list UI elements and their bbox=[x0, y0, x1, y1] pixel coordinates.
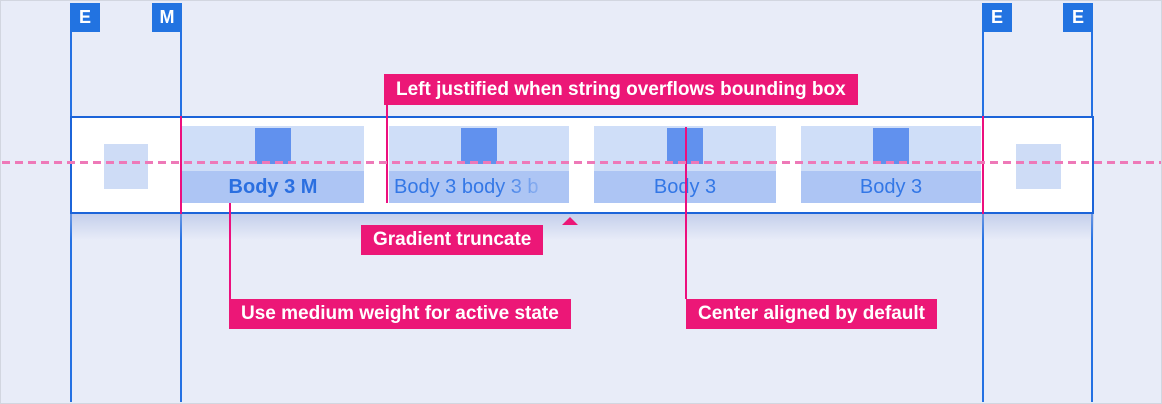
tab-label-truncated: Body 3 body 3 b bbox=[389, 171, 569, 203]
spacing-marker-e-right-inner: E bbox=[982, 3, 1012, 32]
tab-item-active[interactable]: Body 3 M bbox=[182, 126, 364, 203]
baseline-dashed-line bbox=[2, 161, 1161, 164]
annotation-center-aligned: Center aligned by default bbox=[686, 299, 937, 329]
pointer-line-left-justified bbox=[386, 105, 388, 203]
tab-strip bbox=[801, 126, 981, 171]
gradient-truncate-fade bbox=[499, 171, 569, 203]
content-boundary-line-left bbox=[180, 116, 182, 214]
edge-spacer-block-right bbox=[1016, 144, 1061, 189]
spacing-marker-e-right-outer: E bbox=[1063, 3, 1093, 32]
tab-bar-shadow bbox=[70, 214, 1094, 240]
edge-spacer-block-left bbox=[104, 144, 148, 189]
tab-icon-placeholder bbox=[461, 128, 497, 164]
tab-strip bbox=[389, 126, 569, 171]
tab-label-active: Body 3 M bbox=[182, 171, 364, 203]
pointer-line-medium-weight bbox=[229, 203, 231, 300]
tab-icon-placeholder bbox=[873, 128, 909, 164]
tab-item-default-2[interactable]: Body 3 bbox=[801, 126, 981, 203]
annotation-gradient-truncate-text: Gradient truncate bbox=[373, 229, 532, 250]
spacing-marker-m-left: M bbox=[152, 3, 182, 32]
tab-strip bbox=[182, 126, 364, 171]
pointer-line-center-aligned bbox=[685, 127, 687, 299]
annotation-medium-weight: Use medium weight for active state bbox=[229, 299, 571, 329]
annotation-gradient-truncate: Gradient truncate bbox=[361, 217, 578, 255]
tab-item-truncated[interactable]: Body 3 body 3 b bbox=[389, 126, 569, 203]
tab-icon-placeholder bbox=[255, 128, 291, 164]
tab-label-default: Body 3 bbox=[801, 171, 981, 203]
spacing-marker-e-left: E bbox=[70, 3, 100, 32]
content-boundary-line-right bbox=[982, 116, 984, 214]
annotation-left-justified: Left justified when string overflows bou… bbox=[384, 74, 858, 105]
arrow-up-icon bbox=[562, 217, 578, 225]
